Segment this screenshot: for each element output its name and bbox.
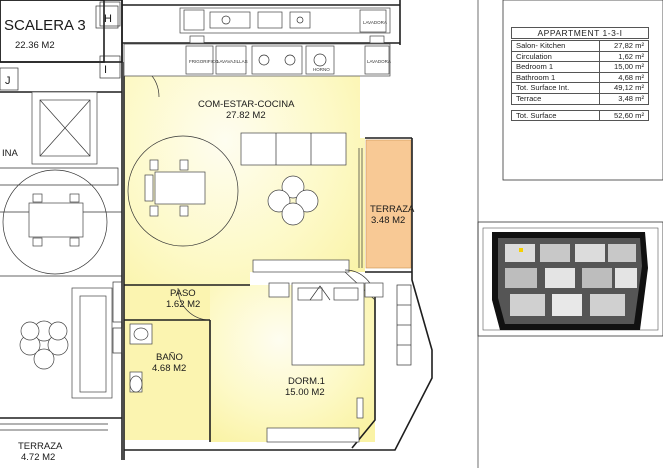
terraza-right-area: 3.48 M2 [371,215,405,226]
terraza-bottom-area: 4.72 M2 [21,452,55,463]
table-row: Tot. Surface Int.49,12 m² [511,82,649,94]
appliance-lavadora: LAVADORA [367,59,391,64]
table-label: Tot. Surface [511,109,600,122]
dorm-name: DORM.1 [288,376,325,387]
key-h: H [104,13,112,25]
living-kitchen-floor [124,45,365,320]
table-value: 27,82 m² [599,40,649,52]
terraza-right-name: TERRAZA [370,204,415,215]
table-label: Tot. Surface Int. [511,82,600,94]
terrace-floor [365,139,412,269]
bano-area: 4.68 M2 [152,363,186,374]
paso-name: PASO [170,288,196,299]
terraza-bottom-name: TERRAZA [18,441,63,452]
bano-name: BAÑO [156,352,183,363]
paso-area: 1.62 M2 [166,299,200,310]
dorm-area: 15.00 M2 [285,387,325,398]
table-label: Circulation [511,50,600,63]
table-label: Bedroom 1 [511,61,600,73]
appliance-lavavajillas: LAVAVAJILLAS [217,59,248,64]
table-value: 52,60 m² [599,109,649,122]
salon-name: COM-ESTAR-COCINA [198,99,295,110]
table-label: Bathroom 1 [511,71,600,84]
appliance-frigorifico: FRIGORIFICO [189,59,219,64]
cocina-fragment: INA [2,148,19,159]
escalera-name: SCALERA 3 [4,17,86,34]
table-value: 3,48 m² [599,92,649,105]
table-label: Salon- Kitchen [511,40,600,52]
salon-area: 27.82 M2 [226,110,266,121]
appliance-horno: HORNO [313,67,330,72]
table-value: 15,00 m² [599,61,649,73]
appliance-top-box: LAVADORA [363,20,387,25]
key-plan-thumbnail [482,227,659,331]
table-value: 1,62 m² [599,50,649,63]
table-value: 49,12 m² [599,82,649,94]
escalera-area: 22.36 M2 [15,40,55,51]
key-j: J [5,75,11,87]
table-value: 4,68 m² [599,71,649,84]
key-i: I [104,64,107,76]
table-label: Terrace [511,92,600,105]
apartment-title: APPARTMENT 1-3-I [511,27,649,39]
